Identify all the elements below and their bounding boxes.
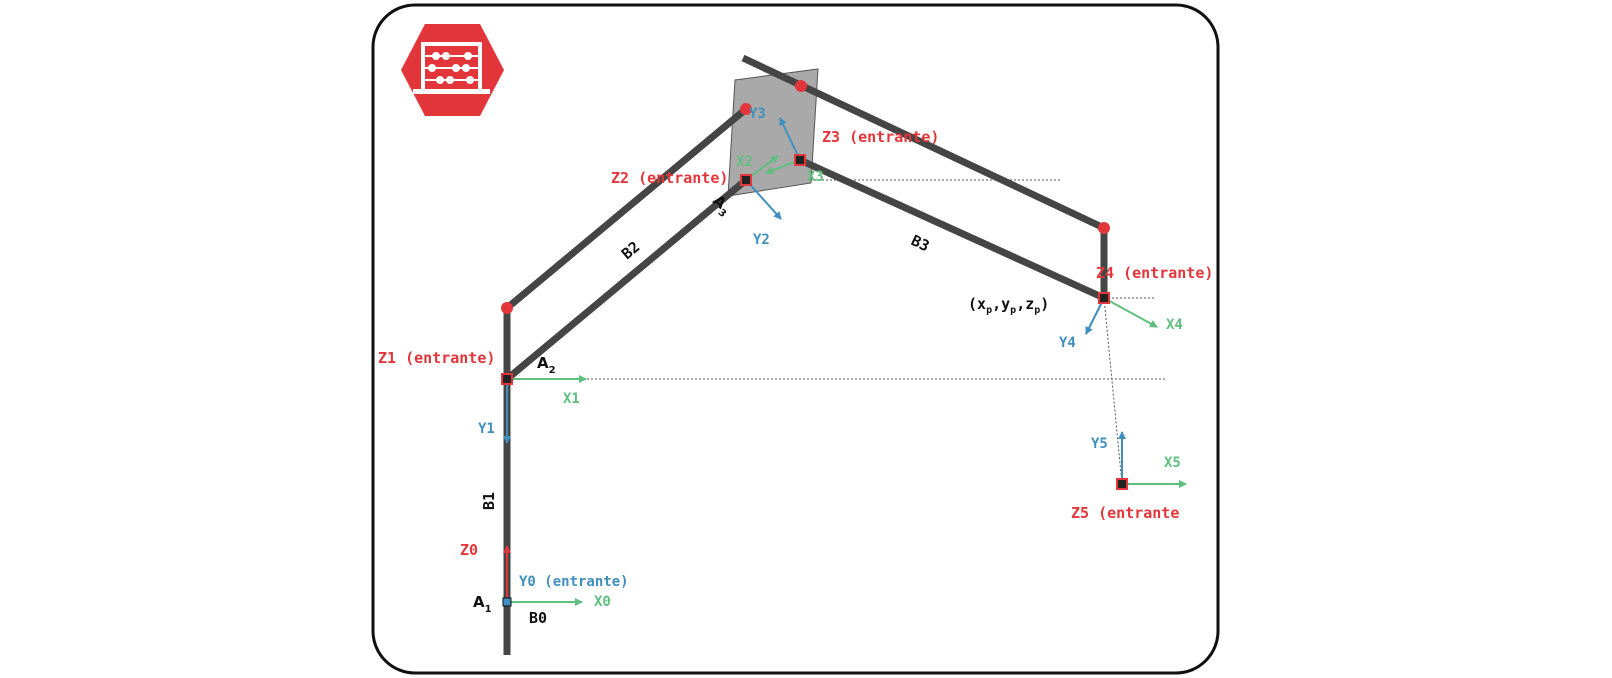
z2-label: Z2 (entrante) [611,169,728,187]
b1-label: B1 [480,492,498,510]
z3-marker [794,154,806,166]
z4-label: Z4 (entrante) [1096,264,1213,282]
joint-ball [795,80,807,92]
y0-label: Y0 (entrante) [519,574,629,590]
z4-marker [1098,292,1110,304]
end-effector-point-label: (xp,yp,zp) [968,295,1049,316]
y0-marker [502,597,512,607]
b0-label: B0 [529,609,547,627]
z2-marker [740,174,752,186]
y4-label: Y4 [1059,335,1076,351]
reference-line-p-to-5 [1103,297,1123,485]
x0-label: X0 [594,594,611,610]
b3-label: B3 [908,231,932,255]
z1-label: Z1 (entrante) [378,349,495,367]
x4-axis [1103,297,1158,328]
z3-label: Z3 (entrante) [822,128,939,146]
joint-ball [740,103,752,115]
z1-marker [501,373,513,385]
y2-label: Y2 [753,232,770,248]
link-b2-lower [504,177,749,382]
y3-axis [779,117,801,161]
joint-ball [1098,222,1110,234]
y3-label: Y3 [749,106,766,122]
z5-marker [1116,478,1128,490]
y1-label: Y1 [478,421,495,437]
x1-label: X1 [563,391,580,407]
joint-ball [501,302,513,314]
y2-axis [745,179,782,220]
a2-label: A2 [537,354,556,376]
link-b2-upper [504,106,749,311]
x5-label: X5 [1164,455,1181,471]
a1-label: A1 [473,593,492,615]
x4-label: X4 [1166,317,1183,333]
y5-label: Y5 [1091,436,1108,452]
link-b3-lower [798,156,1106,302]
x2-label: X2 [736,154,753,170]
abacus-icon [401,24,504,116]
z0-label: Z0 [460,541,478,559]
x3-label: X3 [807,169,824,185]
z5-label: Z5 (entrante [1071,504,1179,522]
diagram-frame [371,3,1220,675]
